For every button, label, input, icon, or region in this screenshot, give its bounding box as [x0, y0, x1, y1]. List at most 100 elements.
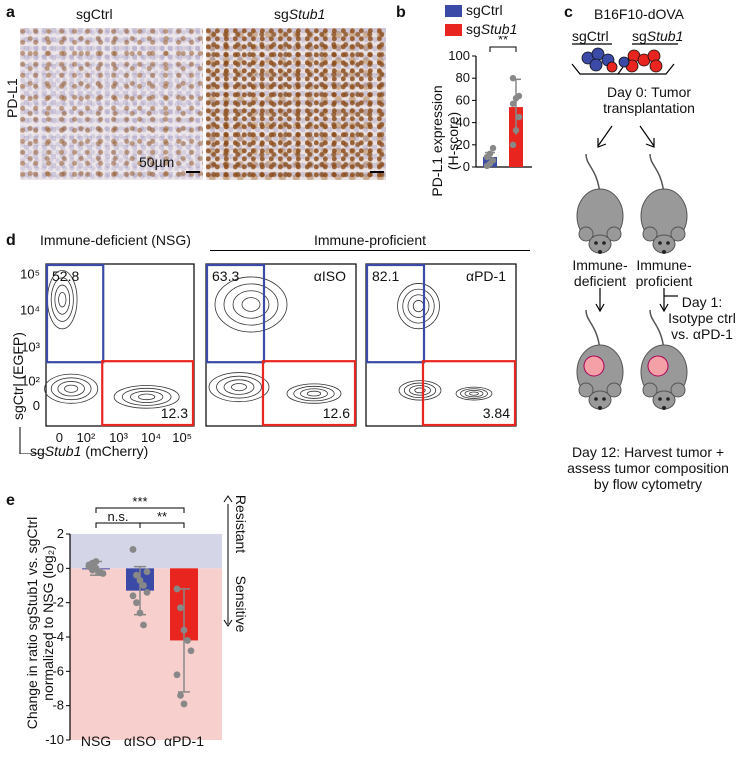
flow-contour-0-2-1 — [138, 393, 156, 401]
mouse-icon-2 — [576, 309, 624, 410]
chart-e-point-1-2 — [136, 576, 144, 584]
gate-bottom-pct-0: 12.3 — [161, 405, 188, 421]
left-cell-label: sgCtrl — [572, 28, 609, 44]
gate-top-2 — [365, 263, 426, 364]
chart-b-ytick-label-3: 60 — [456, 92, 470, 107]
flow-ytick-0: 10⁵ — [20, 267, 40, 282]
chart-e-point-1-0 — [129, 546, 137, 553]
deficient-line2: deficient — [573, 273, 627, 289]
gate-bottom-2 — [421, 360, 517, 427]
day1-line1: Day 1: — [681, 294, 723, 310]
gate-top-pct-1: 63.3 — [212, 268, 239, 284]
chart-e-point-2-2 — [180, 626, 188, 634]
chart-e-sig-left: n.s. — [108, 509, 129, 524]
day12-label: Day 12: Harvest tumor + assess tumor com… — [548, 444, 748, 492]
panel-e-label: e — [6, 492, 15, 509]
chart-b-point-0-2 — [489, 157, 497, 164]
mouse-eye-left-1 — [658, 241, 662, 245]
mouse-ear-left-1 — [642, 226, 658, 242]
flow-contour-2-2-4 — [455, 386, 493, 401]
day0-line2: transplantation — [603, 100, 695, 116]
flow-contour-2-0-2 — [407, 294, 430, 318]
right-cell-prefix: sg — [632, 28, 647, 44]
dish-icon — [571, 63, 675, 75]
flow-contour-0-0-1 — [58, 291, 67, 308]
chart-b-ytick-label-5: 100 — [448, 48, 470, 63]
panel-a-label: a — [6, 4, 15, 21]
chart-b-ytick-label-0: 0 — [463, 159, 470, 174]
flow-contour-0-0-2 — [54, 284, 71, 315]
flow-contour-0-2-3 — [121, 387, 172, 406]
flow-plot-frame-0 — [45, 263, 195, 427]
scale-bar — [186, 171, 200, 173]
day0-line1: Day 0: Tumor — [606, 84, 692, 100]
gate-top-1 — [205, 263, 266, 364]
flow-contour-0-1-2 — [57, 381, 85, 397]
resistant-label: Resistant — [233, 495, 249, 553]
chart-e-ytick-label-0: 2 — [57, 526, 64, 541]
chart-b-ytick-label-1: 20 — [456, 137, 470, 152]
mouse-nose-3 — [662, 406, 666, 410]
mouse-eye-left-0 — [594, 241, 598, 245]
flow-contour-1-0-4 — [214, 276, 288, 333]
scale-bar-label: 50µm — [139, 154, 175, 170]
chart-e-point-1-8 — [140, 621, 147, 629]
chart-e-ytick-label-1: 0 — [57, 560, 64, 575]
flow-contour-0-1-4 — [44, 373, 99, 404]
workflow-schematic — [571, 43, 688, 410]
arrow-left-down — [597, 125, 613, 147]
legend-text-sgctrl: Ctrl — [480, 2, 503, 18]
scale-bar-2 — [370, 171, 384, 173]
panel-a-col2-italic: Stub1 — [288, 6, 326, 22]
right-cell-italic: Stub1 — [646, 28, 684, 44]
mouse-ear-left-3 — [642, 382, 658, 398]
group-proficient-line — [210, 250, 530, 251]
cell-cluster-sgctrl — [581, 47, 618, 73]
day12-line2: assess tumor composition — [567, 460, 729, 476]
flow-xtick-4: 10⁵ — [172, 430, 192, 445]
flow-contour-2-1-1 — [414, 387, 426, 394]
proficient-line1: Immune- — [636, 257, 692, 273]
chart-b-point-0-5 — [489, 144, 497, 152]
day1-label: Day 1: Isotype ctrl vs. αPD-1 — [656, 294, 748, 342]
flow-contour-0-1-1 — [64, 384, 79, 393]
chart-b-sig-label: ** — [498, 36, 508, 47]
legend-prefix-sgctrl: sg — [466, 2, 481, 18]
flow-contour-1-2-1 — [306, 390, 322, 397]
panel-a-row-label: PD-L1 — [4, 78, 20, 118]
cell-cluster-sgstub1 — [618, 49, 663, 73]
day12-line1: Day 12: Harvest tumor + — [571, 444, 725, 460]
flow-contour-1-1-4 — [208, 372, 270, 403]
flow-plot-title-1: αISO — [314, 268, 346, 284]
chart-e-point-2-0 — [173, 585, 181, 593]
flow-contour-2-2-2 — [464, 389, 484, 398]
chart-e-sig-top: *** — [132, 494, 147, 509]
flow-ytick-1: 10⁴ — [20, 302, 40, 317]
panel-a-col1-title: sgCtrl — [76, 6, 113, 22]
panel-a-col2-prefix: sg — [274, 6, 289, 22]
mouse-nose-2 — [598, 406, 602, 410]
day1-line3: vs. αPD-1 — [671, 326, 733, 342]
chart-b-point-1-0 — [509, 141, 517, 148]
right-cell-label: sgStub1 — [632, 28, 683, 44]
gate-bottom-1 — [261, 360, 357, 427]
flow-xtick-1: 10² — [77, 430, 96, 445]
flow-contour-1-1-3 — [216, 375, 262, 399]
chart-b-point-1-2 — [515, 113, 523, 121]
flow-contour-2-1-4 — [398, 380, 442, 401]
chart-e-xtick-label-2: αPD-1 — [164, 733, 204, 749]
flow-xtick-0: 0 — [56, 430, 63, 445]
flow-ytick-4: 0 — [33, 398, 40, 413]
mouse-eye-left-2 — [594, 397, 598, 401]
flow-plot-frame-1 — [205, 263, 357, 427]
flow-contour-1-2-3 — [293, 385, 335, 402]
proficient-line2: proficient — [635, 273, 693, 289]
chart-e-sig-right: ** — [157, 509, 167, 524]
chart-e-sig-bracket-top — [95, 507, 185, 513]
flow-contour-2-2-3 — [460, 388, 488, 399]
mouse-eye-left-3 — [658, 397, 662, 401]
flow-contour-0-2-2 — [129, 390, 164, 403]
mouse-nose-0 — [598, 250, 602, 254]
mouse-tail-3 — [649, 309, 665, 351]
